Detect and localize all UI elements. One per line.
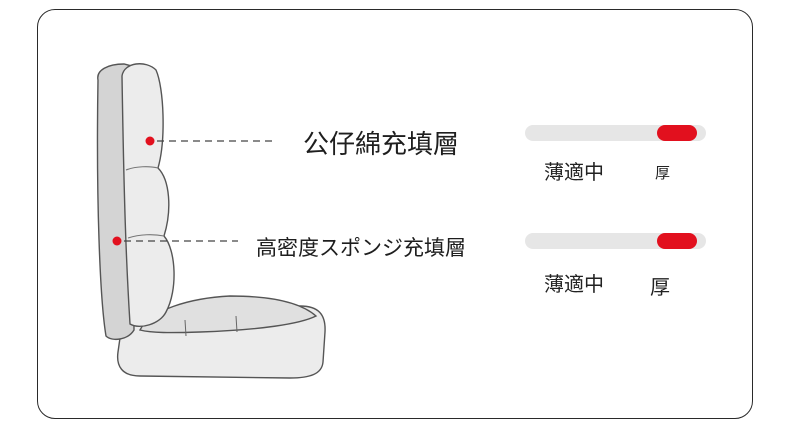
scale-label-thin-1: 薄適中 [544, 160, 604, 184]
layer-label-fiber: 公仔綿充填層 [303, 130, 460, 160]
callout-dot-1 [145, 136, 155, 146]
scale-label-thin-2: 薄適中 [544, 272, 604, 296]
layer-label-foam: 高密度スポンジ充填層 [256, 236, 466, 260]
thickness-bar-2 [525, 233, 706, 249]
thickness-indicator-2 [657, 233, 697, 249]
seat-cushion-top [138, 295, 318, 334]
backrest-front [121, 63, 175, 328]
thickness-indicator-1 [657, 125, 697, 141]
thickness-bar-1 [525, 125, 706, 141]
scale-label-thick-2: 厚 [650, 275, 670, 299]
callout-dot-2 [112, 236, 122, 246]
scale-label-thick-1: 厚 [655, 164, 671, 182]
